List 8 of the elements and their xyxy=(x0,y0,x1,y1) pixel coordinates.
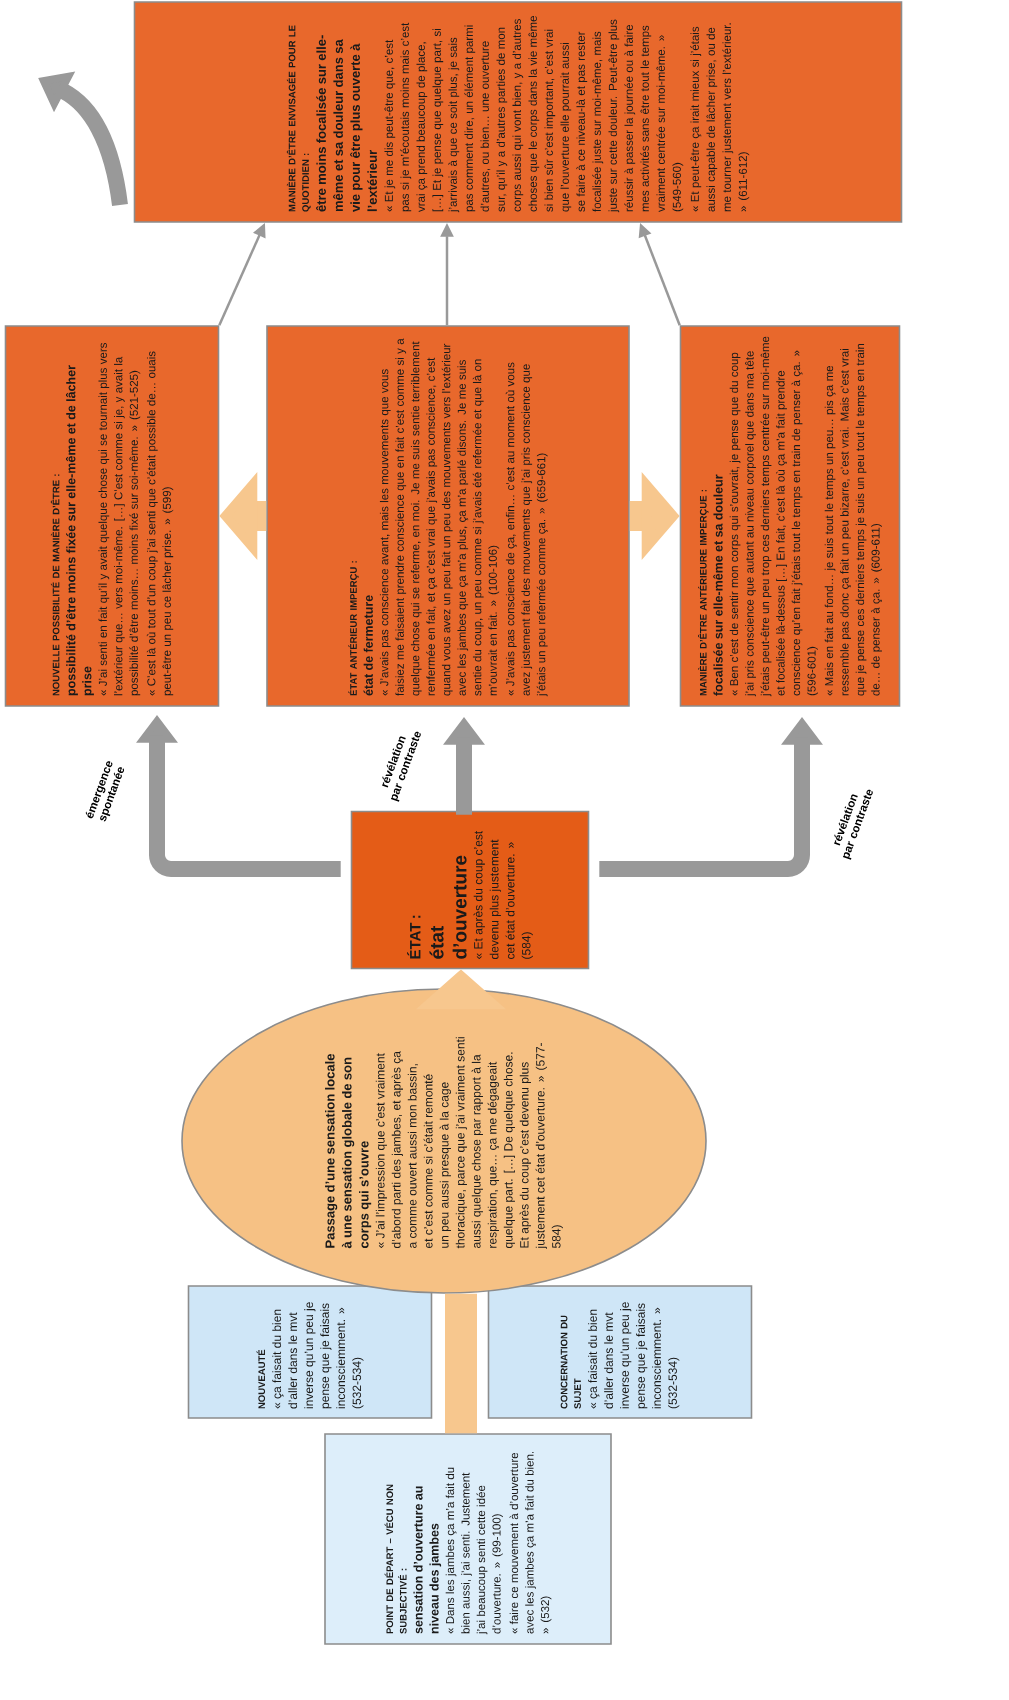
quote-box: CONCERNATION DU SUJET « ça faisait du bien d’aller dans le mvt inverse qu’un peu je pense que je faisais inconsciemment. » (532-534) xyxy=(487,1285,753,1419)
quote-box: ÉTAT ANTÉRIEUR IMPERÇU : état de fermeture « J’avais pas conscience avant, mais les mouvements que vous faisiez me faisaient prendre conscience que en fait c’est comme si y a quelque chose qui se referme, en moi. Je me suis sentie terriblement renfermée en fait, et ça c’est vrai que j’avais pas conscience, c’est quand vous avez un peu fait un peu des mouvements vers l’extérieur avec les jambes que ça m’a plus, ça m’a parlé disons. Je me suis sentie du coup, un peu comme si j’avais été refermée et que là on m’ouvrait en fait. » (100-106) « J’avais pas conscience de ça, enfin… c’est au moment où vous avez justement fait des mouvements que j’ai pris conscience que j’étais un peu refermée comme ça. » (659-661) xyxy=(266,325,630,707)
quote-box: POINT DE DÉPART – VÉCU NON SUBJECTIVÉ : sensation d’ouverture au niveau des jambes « Dans les jambes ça m’a fait du bien aussi, j’ai senti. Justement j’ai beaucoup senti cette idée d’ouverture. » (99-100) « faire ce mouvement à d’ouverture avec les jambes ça m’a fait du bien. » (532) xyxy=(324,1433,612,1645)
quote-box: NOUVELLE POSSIBILITÉ DE MANIÈRE D’ÊTRE : possibilité d’être moins fixée sur elle-même et de lâcher prise « J’ai senti en fait qu’il y avait quelque chose qui se tournait plus vers l’extérieur que… vers moi-même. […] C’est comme si je, y avait la possibilité d’être moins… moins fixé sur soi-même. » (521-525) « C’est là où tout d’un coup j’ai senti que c’était possible de… ouais peut-être un peu ce lâcher prise. » (599) xyxy=(4,325,220,707)
quote-box: MANIÈRE D’ÊTRE ANTÉRIEURE IMPERÇUE : focalisée sur elle-même et sa douleur « Ben c’est de sentir mon corps qui s’ouvrait, je pense que du coup j’ai pris conscience que autant au niveau corporel que dans ma tête j’étais peut-être un peu trop ces derniers temps centrée sur moi-même et focalisée là-dessus […] En fait, c’est là où ça m’a fait prendre conscience qu’en fait j’étais tout le temps en train de penser à ça. » (596-601) « Mais en fait au fond… je suis tout le temps un peu… pis ça me ressemble pas donc ça fait un peu bizarre, c’est vrai. Mais c’est vrai que je pense ces derniers temps je suis un peu tout le temps en train de… de penser à ça. » (609-611) xyxy=(679,325,901,707)
quote-box: NOUVEAUTÉ « ça faisait du bien d’aller dans le mvt inverse qu’un peu je pense que je faisais inconsciemment. » (532-534) xyxy=(187,1285,433,1419)
state-box: ÉTAT : état d’ouverture « Et après du coup c’est devenu plus justement cet état d’ouverture. » (584) xyxy=(350,810,590,970)
quote-box: MANIÈRE D’ÊTRE ENVISAGÉE POUR LE QUOTIDIEN : être moins focalisée sur elle-même et sa douleur dans sa vie pour être plus ouverte à l’extérieur « Et je me dis peut-être que, c’est pas si je m’écoutais moins mais c’est vrai ça prend beaucoup de place, […] Et je pense que quelque part, si j’arrivais à que ce soit plus, je sais pas comment dire, un élément parmi d’autres, ou bien… une ouverture sur, qu’il y a d’autres parties de mon corps aussi qui vont bien, y a d’autres choses que le corps dans la vie même si bien sûr c’est important, c’est vrai que l’ouverture elle pourrait aussi se faire à ce niveau-là et pas rester focalisée juste sur moi-même, mais juste sur cette douleur. Peut-être plus réussir à passer la journée ou à faire mes activités sans être tout le temps vraiment centrée sur moi-même. » (549-560) « Et peut-être ça irait mieux si j’étais aussi capable de lâcher prise, ou de me tourner justement vers l’extérieur. » (611-612) xyxy=(133,1,903,223)
